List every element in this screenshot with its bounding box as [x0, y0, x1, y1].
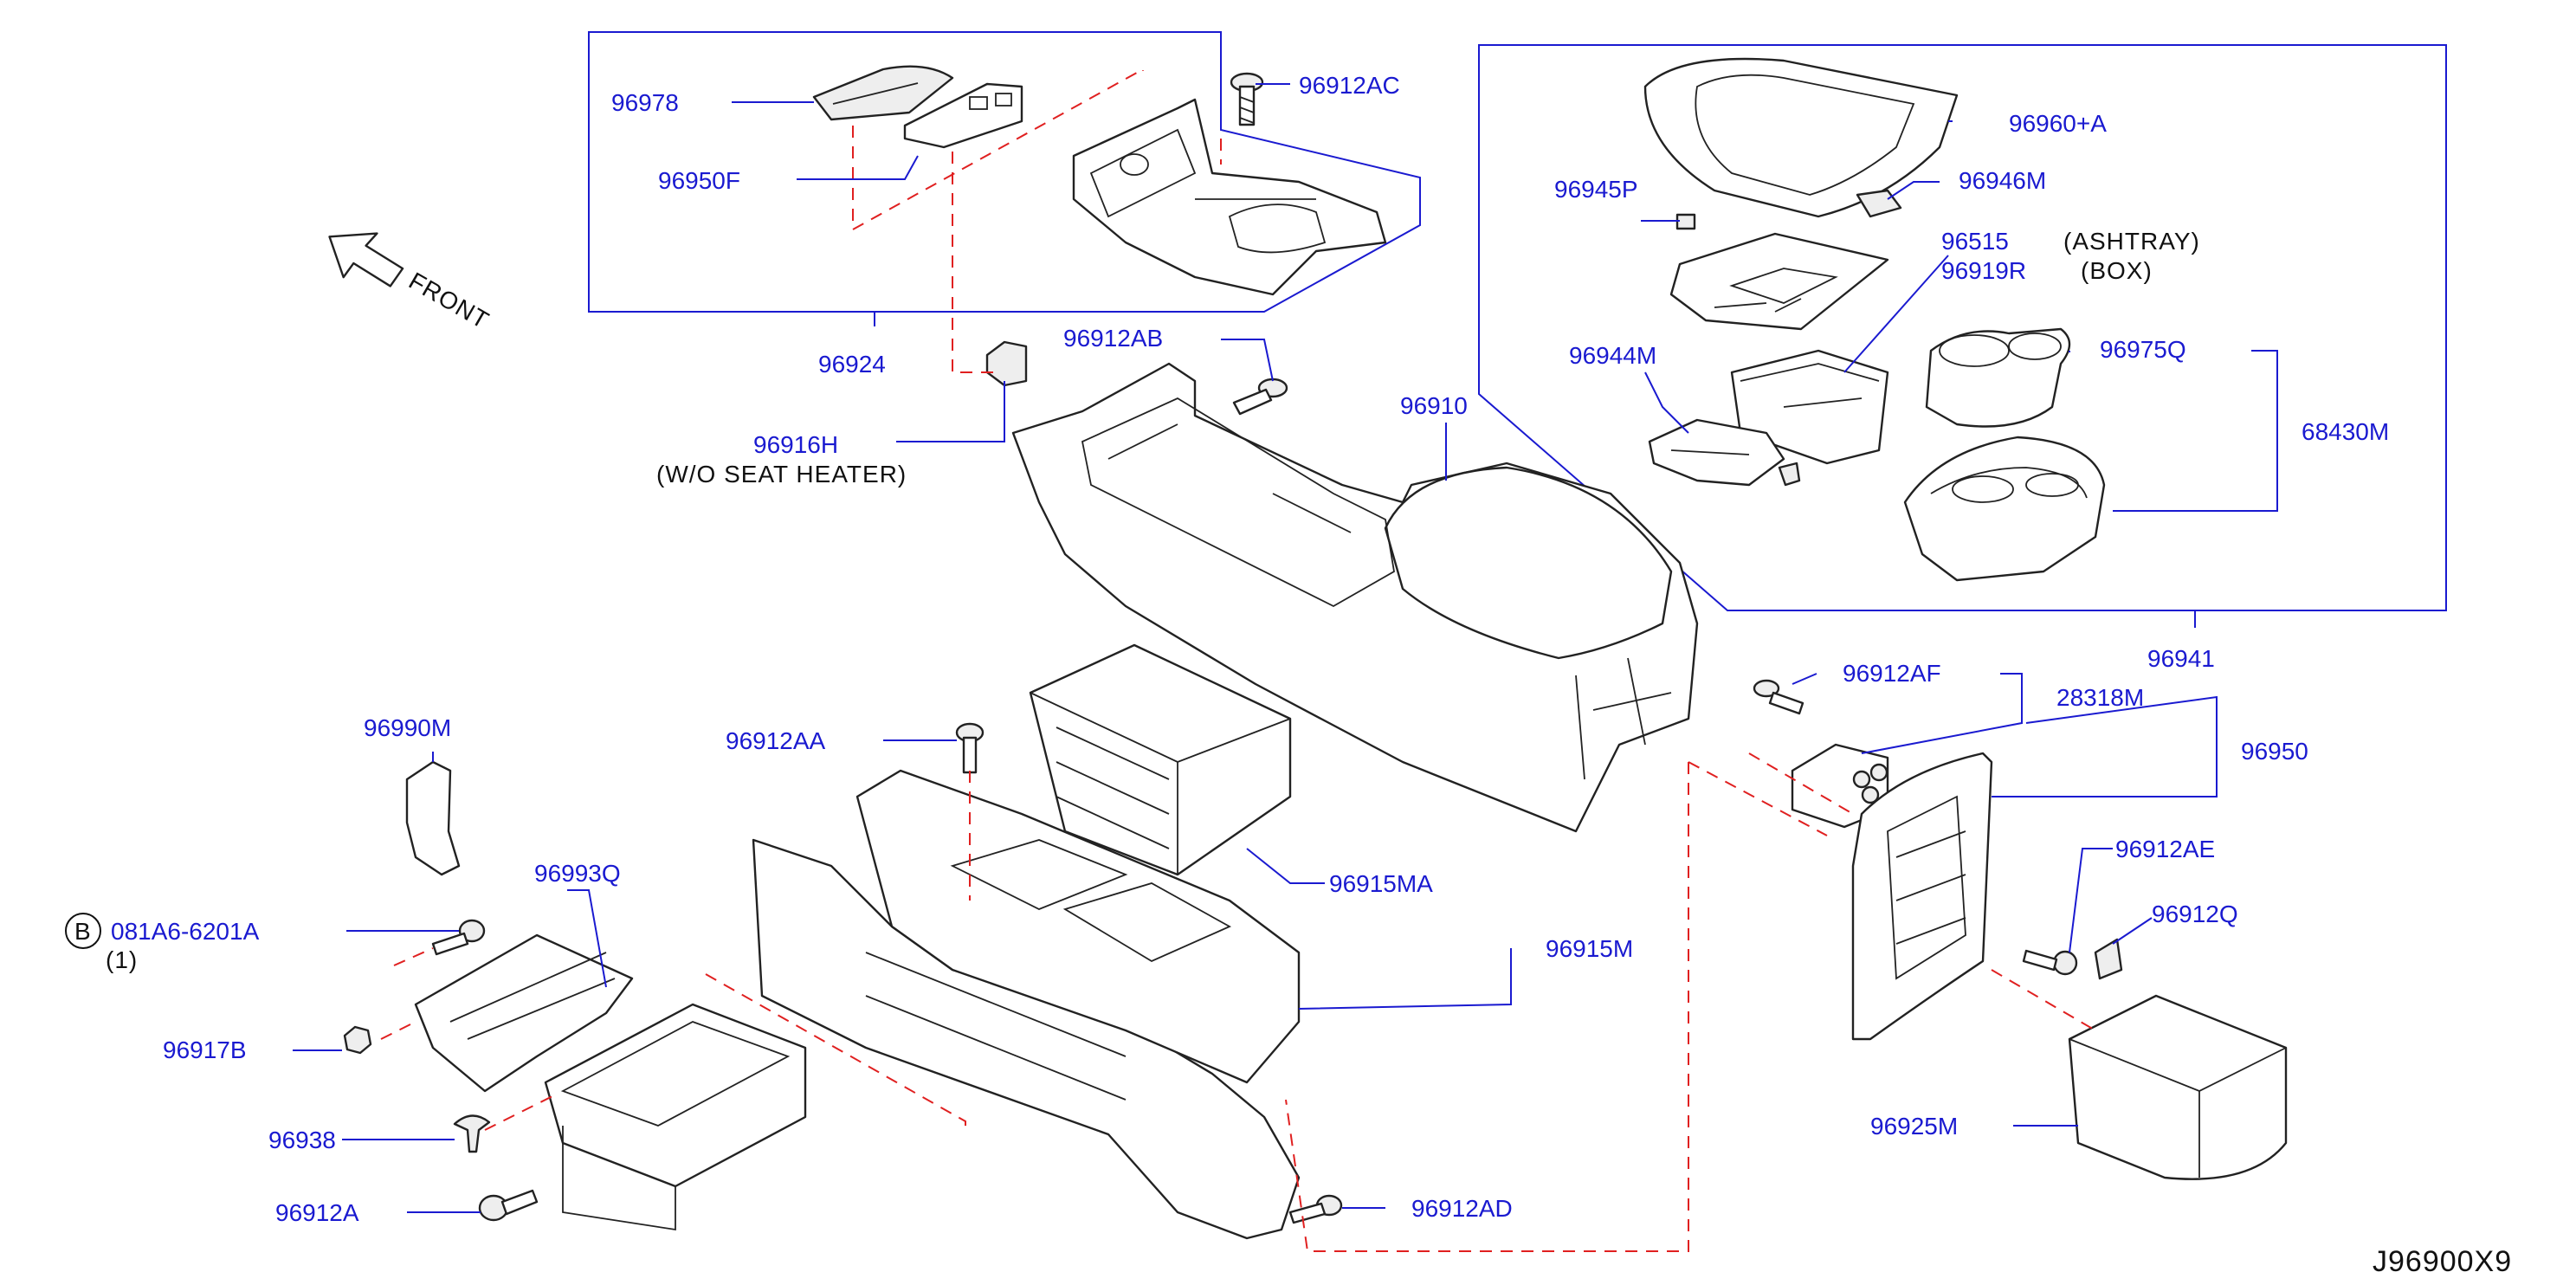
- part-96912AD-drawing: [1288, 1194, 1343, 1224]
- part-96912A-drawing: [478, 1189, 539, 1222]
- label-96925M: 96925M: [1870, 1113, 1958, 1140]
- label-96946M: 96946M: [1959, 167, 2046, 194]
- label-96912AD: 96912AD: [1411, 1195, 1513, 1222]
- label-68430M: 68430M: [2302, 418, 2389, 445]
- part-96938-drawing: [453, 1114, 491, 1153]
- clip-small-drawing: [1778, 462, 1801, 487]
- label-96960A: 96960+A: [2009, 110, 2107, 137]
- label-96950F: 96950F: [658, 167, 740, 194]
- label-96938: 96938: [268, 1127, 336, 1153]
- part-96915MA-drawing: [1029, 643, 1292, 876]
- label-96912AE: 96912AE: [2115, 836, 2215, 862]
- part-96925M-drawing: [2068, 994, 2288, 1180]
- part-96915M-drawing: [752, 769, 1301, 1240]
- part-96944M-drawing: [1648, 418, 1785, 487]
- leader-lines: [293, 83, 2278, 1213]
- note-ashtray: (ASHTRAY): [2063, 228, 2200, 255]
- part-96960A-drawing: [1643, 57, 1959, 218]
- label-96912A: 96912A: [275, 1199, 359, 1226]
- part-96912AA-drawing: [955, 722, 985, 774]
- label-96944M: 96944M: [1569, 342, 1656, 369]
- label-081A6-6201A: 081A6-6201A: [111, 918, 260, 945]
- label-96993Q: 96993Q: [534, 860, 621, 887]
- bolt-b-circle-icon: [65, 913, 101, 949]
- part-96993Q-drawing: [414, 933, 807, 1231]
- part-96515-shifter-plate-drawing: [1669, 232, 1889, 331]
- bolt-quantity: (1): [106, 946, 138, 973]
- part-96916H-drawing: [985, 340, 1028, 387]
- label-96975Q: 96975Q: [2100, 336, 2186, 363]
- part-96910-drawing: [1011, 362, 1699, 833]
- part-96990M-drawing: [405, 760, 461, 876]
- part-96924-drawing: [1072, 98, 1387, 296]
- part-96950F-drawing: [903, 82, 1023, 149]
- part-96912AB-drawing: [1232, 378, 1288, 416]
- label-96910: 96910: [1400, 392, 1468, 419]
- label-96912Q: 96912Q: [2152, 901, 2238, 927]
- diagram-code: J96900X9: [2373, 1245, 2512, 1278]
- group-box-96941: [1478, 44, 2447, 611]
- label-96912AF: 96912AF: [1843, 660, 1941, 687]
- label-96945P: 96945P: [1554, 176, 1638, 203]
- part-96912AC-drawing: [1230, 72, 1264, 126]
- assembly-dashed-lines: [380, 68, 2096, 1252]
- note-wo-seat-heater: (W/O SEAT HEATER): [656, 461, 907, 488]
- note-box: (BOX): [2081, 257, 2153, 284]
- front-label: FRONT: [404, 267, 494, 334]
- bolt-b-letter: B: [74, 918, 92, 945]
- label-96912AA: 96912AA: [726, 727, 826, 754]
- label-96950: 96950: [2241, 738, 2308, 765]
- label-96915M: 96915M: [1546, 935, 1633, 962]
- label-96912AB: 96912AB: [1063, 325, 1163, 352]
- label-96919R: 96919R: [1941, 257, 2026, 284]
- part-96950-drawing: [1851, 752, 1993, 1041]
- label-96916H: 96916H: [753, 431, 838, 458]
- label-96978: 96978: [611, 89, 679, 116]
- front-arrow-icon: [328, 232, 404, 287]
- label-28318M: 28318M: [2056, 684, 2144, 711]
- label-96912AC: 96912AC: [1299, 72, 1400, 99]
- part-68430M-drawing: [1903, 436, 2106, 582]
- part-96912AF-drawing: [1753, 679, 1804, 715]
- label-96915MA: 96915MA: [1329, 870, 1433, 897]
- part-96912AE-drawing: [2022, 949, 2078, 976]
- label-96917B: 96917B: [163, 1036, 247, 1063]
- label-96990M: 96990M: [364, 714, 451, 741]
- label-96941: 96941: [2147, 645, 2215, 672]
- part-96917B-drawing: [343, 1025, 372, 1055]
- part-96975Q-drawing: [1925, 327, 2071, 428]
- part-bolt-081A6-drawing: [431, 919, 486, 956]
- part-96912Q-drawing: [2094, 938, 2123, 980]
- label-96924: 96924: [818, 351, 886, 378]
- label-96515: 96515: [1941, 228, 2009, 255]
- part-96978-drawing: [812, 65, 954, 121]
- group-box-96924: [588, 31, 1421, 313]
